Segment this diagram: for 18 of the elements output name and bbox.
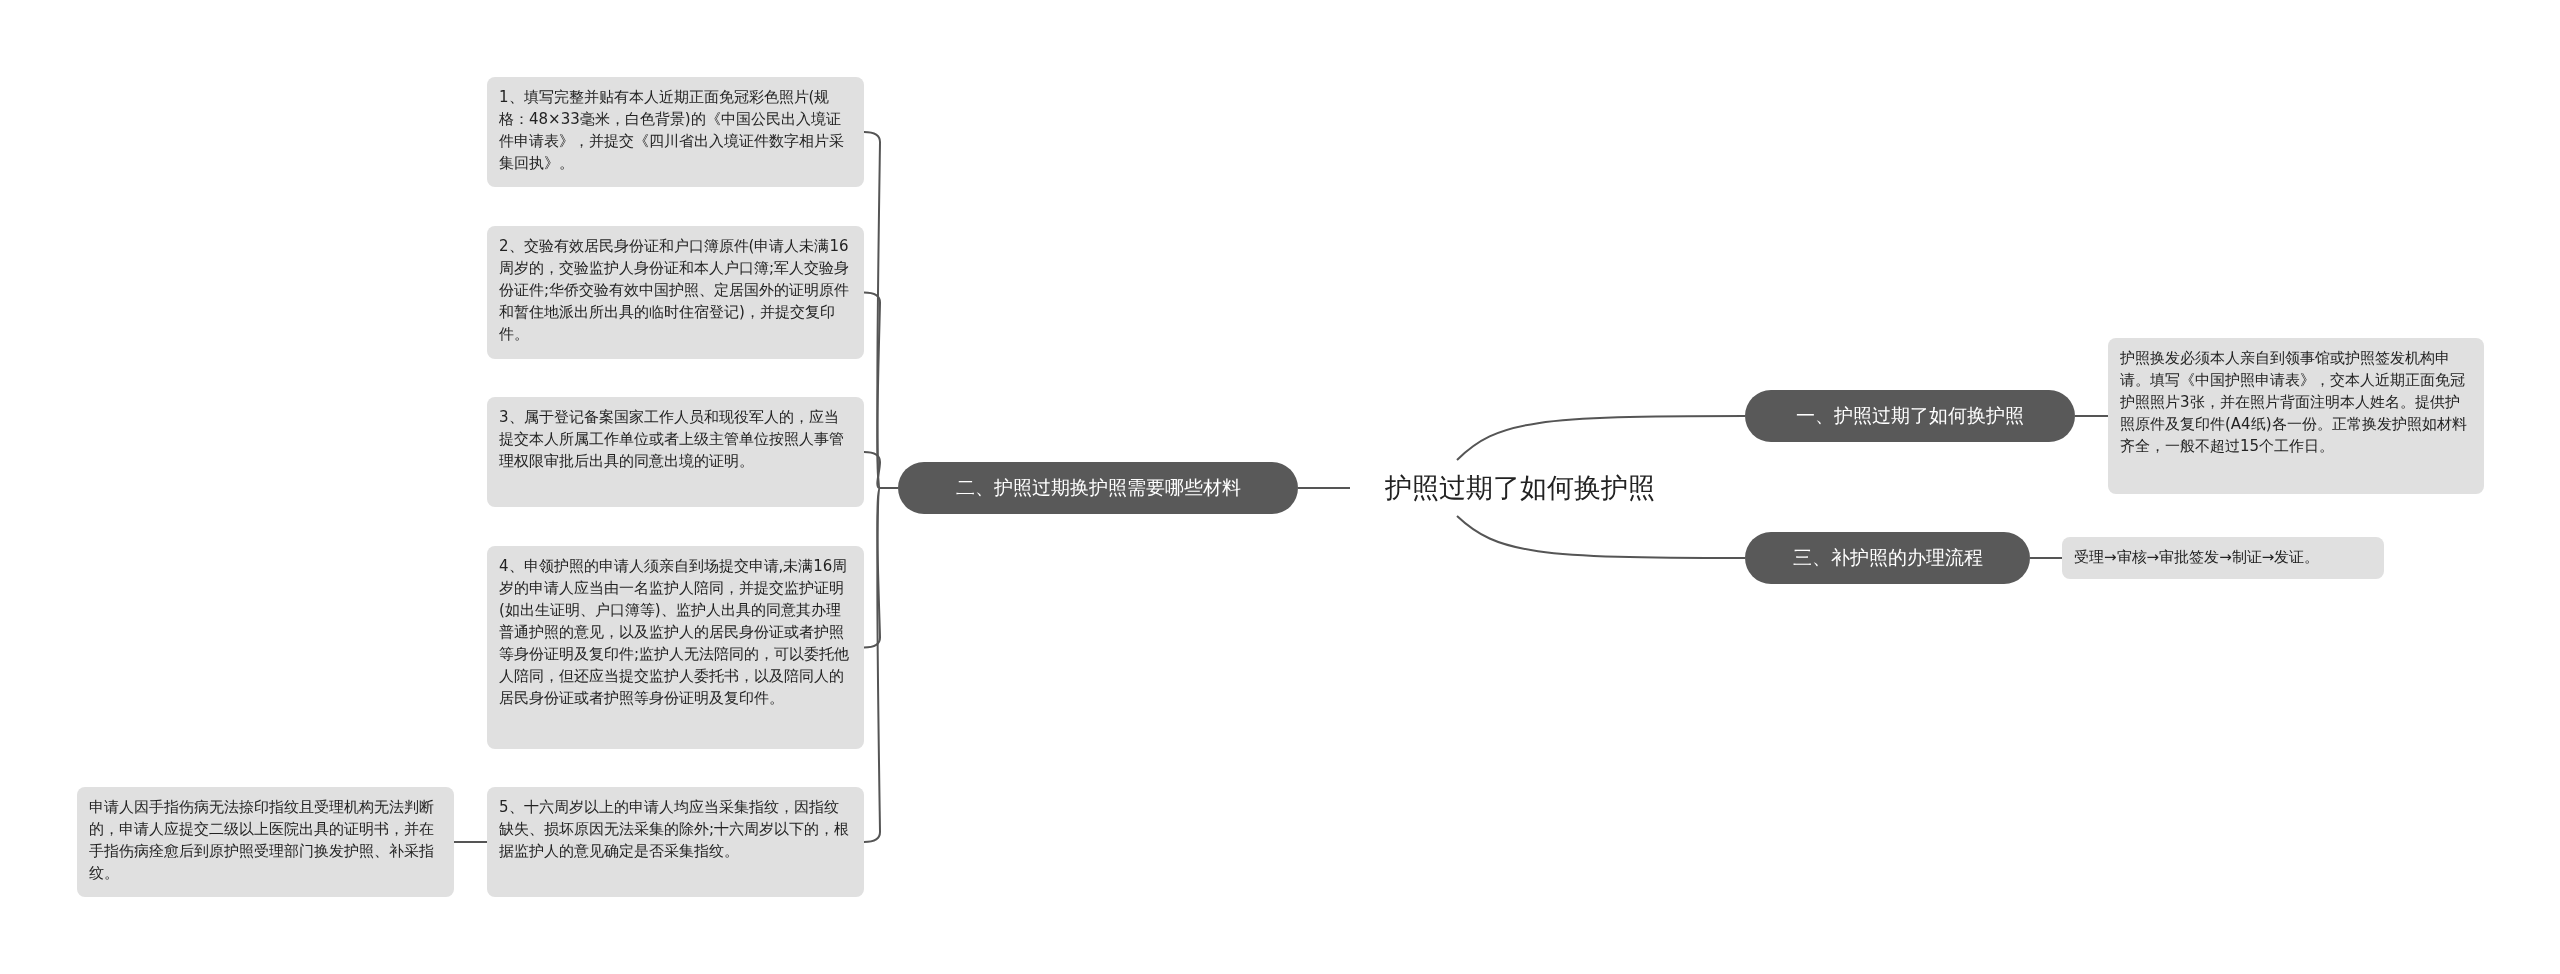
connector-line	[2029, 557, 2063, 559]
detail-card: 申请人因手指伤病无法捺印指纹且受理机构无法判断的，申请人应提交二级以上医院出具的证明书，并在手指伤病痊愈后到原护照受理部门换发护照、补采指纹。	[77, 787, 454, 897]
detail-card: 受理→审核→审批签发→制证→发证。	[2062, 537, 2384, 579]
branch-topic: 一、护照过期了如何换护照	[1745, 390, 2075, 442]
branch-topic: 三、补护照的办理流程	[1745, 532, 2030, 584]
detail-card: 4、申领护照的申请人须亲自到场提交申请,未满16周岁的申请人应当由一名监护人陪同，并提交监护证明(如出生证明、户口簿等)、监护人出具的同意其办理普通护照的意见，以及监护人的居民身份证或者护照等身份证明及复印件;监护人无法陪同的，可以委托他人陪同，但还应当提交监护人委托书，以及陪同人的居民身份证或者护照等身份证明及复印件。	[487, 546, 864, 749]
central-topic: 护照过期了如何换护照	[1350, 462, 1690, 514]
branch-topic: 二、护照过期换护照需要哪些材料	[898, 462, 1298, 514]
connector-line	[2074, 415, 2109, 417]
detail-card: 5、十六周岁以上的申请人均应当采集指纹，因指纹缺失、损坏原因无法采集的除外;十六周岁以下的，根据监护人的意见确定是否采集指纹。	[487, 787, 864, 897]
connector-line	[1456, 415, 1746, 461]
connector-line	[1456, 515, 1746, 559]
detail-card: 1、填写完整并贴有本人近期正面免冠彩色照片(规格：48×33毫米，白色背景)的《中国公民出入境证件申请表》，并提交《四川省出入境证件数字相片采集回执》。	[487, 77, 864, 187]
detail-card: 护照换发必须本人亲自到领事馆或护照签发机构申请。填写《中国护照申请表》，交本人近期正面免冠护照照片3张，并在照片背面注明本人姓名。提供护照原件及复印件(A4纸)各一份。正常换发护照如材料齐全，一般不超过15个工作日。	[2108, 338, 2484, 494]
connector-line	[453, 841, 488, 843]
detail-card: 2、交验有效居民身份证和户口簿原件(申请人未满16周岁的，交验监护人身份证和本人户口簿;军人交验身份证件;华侨交验有效中国护照、定居国外的证明原件和暂住地派出所出具的临时住宿登记)，并提交复印件。	[487, 226, 864, 359]
connector-line	[1297, 487, 1351, 489]
detail-card: 3、属于登记备案国家工作人员和现役军人的，应当提交本人所属工作单位或者上级主管单位按照人事管理权限审批后出具的同意出境的证明。	[487, 397, 864, 507]
